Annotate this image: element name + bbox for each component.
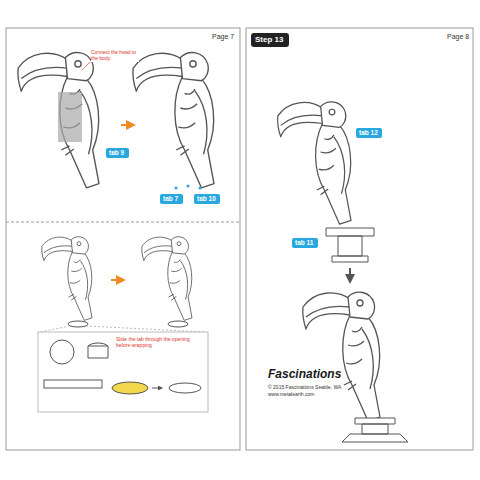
toucan-figure — [133, 53, 214, 188]
toucan-figure — [278, 102, 351, 224]
step-badge: Step 13 — [251, 33, 289, 47]
copyright-note: © 2015 Fascinations Seattle, WA — [268, 385, 341, 391]
base-cylinder — [88, 343, 108, 358]
toucan-figure — [42, 237, 92, 321]
node-text: tab 12 — [359, 129, 379, 137]
node-text: tab 9 — [109, 149, 126, 157]
base-disc-yellow — [112, 382, 148, 394]
callout-tag: tab 9 — [106, 148, 129, 158]
callout-tag: tab 10 — [194, 194, 220, 204]
base-disc — [68, 321, 88, 327]
callout-tag: tab 12 — [356, 128, 382, 138]
stand-piece — [326, 228, 374, 262]
shaded-piece — [58, 92, 82, 142]
instruction-note: Connect the head to the body — [91, 50, 139, 62]
toucan-figure — [142, 237, 192, 321]
node-text: tab 7 — [163, 195, 180, 203]
toucan-figure — [18, 53, 99, 188]
node-text: tab 10 — [197, 195, 217, 203]
callout-tag: tab 11 — [292, 238, 318, 248]
callout-tag: tab 7 — [160, 194, 183, 204]
detail-leader — [86, 326, 206, 332]
leader-line — [82, 62, 90, 70]
node-text: tab 11 — [295, 239, 315, 247]
tab-dots — [175, 185, 202, 190]
base-disc — [168, 321, 188, 327]
node-text: Step 13 — [255, 35, 285, 45]
base-circle — [50, 340, 74, 364]
detail-leader — [40, 326, 70, 332]
base-strip — [44, 380, 102, 388]
step-arrow — [349, 268, 351, 282]
step-arrow — [152, 388, 162, 389]
stand — [342, 418, 408, 442]
base-disc — [169, 383, 201, 393]
website: www.metalearth.com — [268, 392, 314, 398]
page-frame — [246, 28, 473, 450]
panel-divider — [6, 222, 240, 223]
page-number: Page 8 — [447, 33, 469, 41]
toucan-figure — [303, 292, 380, 421]
page-number: Page 7 — [212, 33, 234, 41]
detail-box — [38, 332, 208, 412]
step-arrow — [121, 124, 134, 126]
brand-logo: Fascinations — [268, 368, 341, 382]
instruction-note: Slide the tab through the opening before… — [116, 337, 200, 349]
step-arrow — [111, 279, 124, 281]
page-frame — [6, 28, 240, 450]
